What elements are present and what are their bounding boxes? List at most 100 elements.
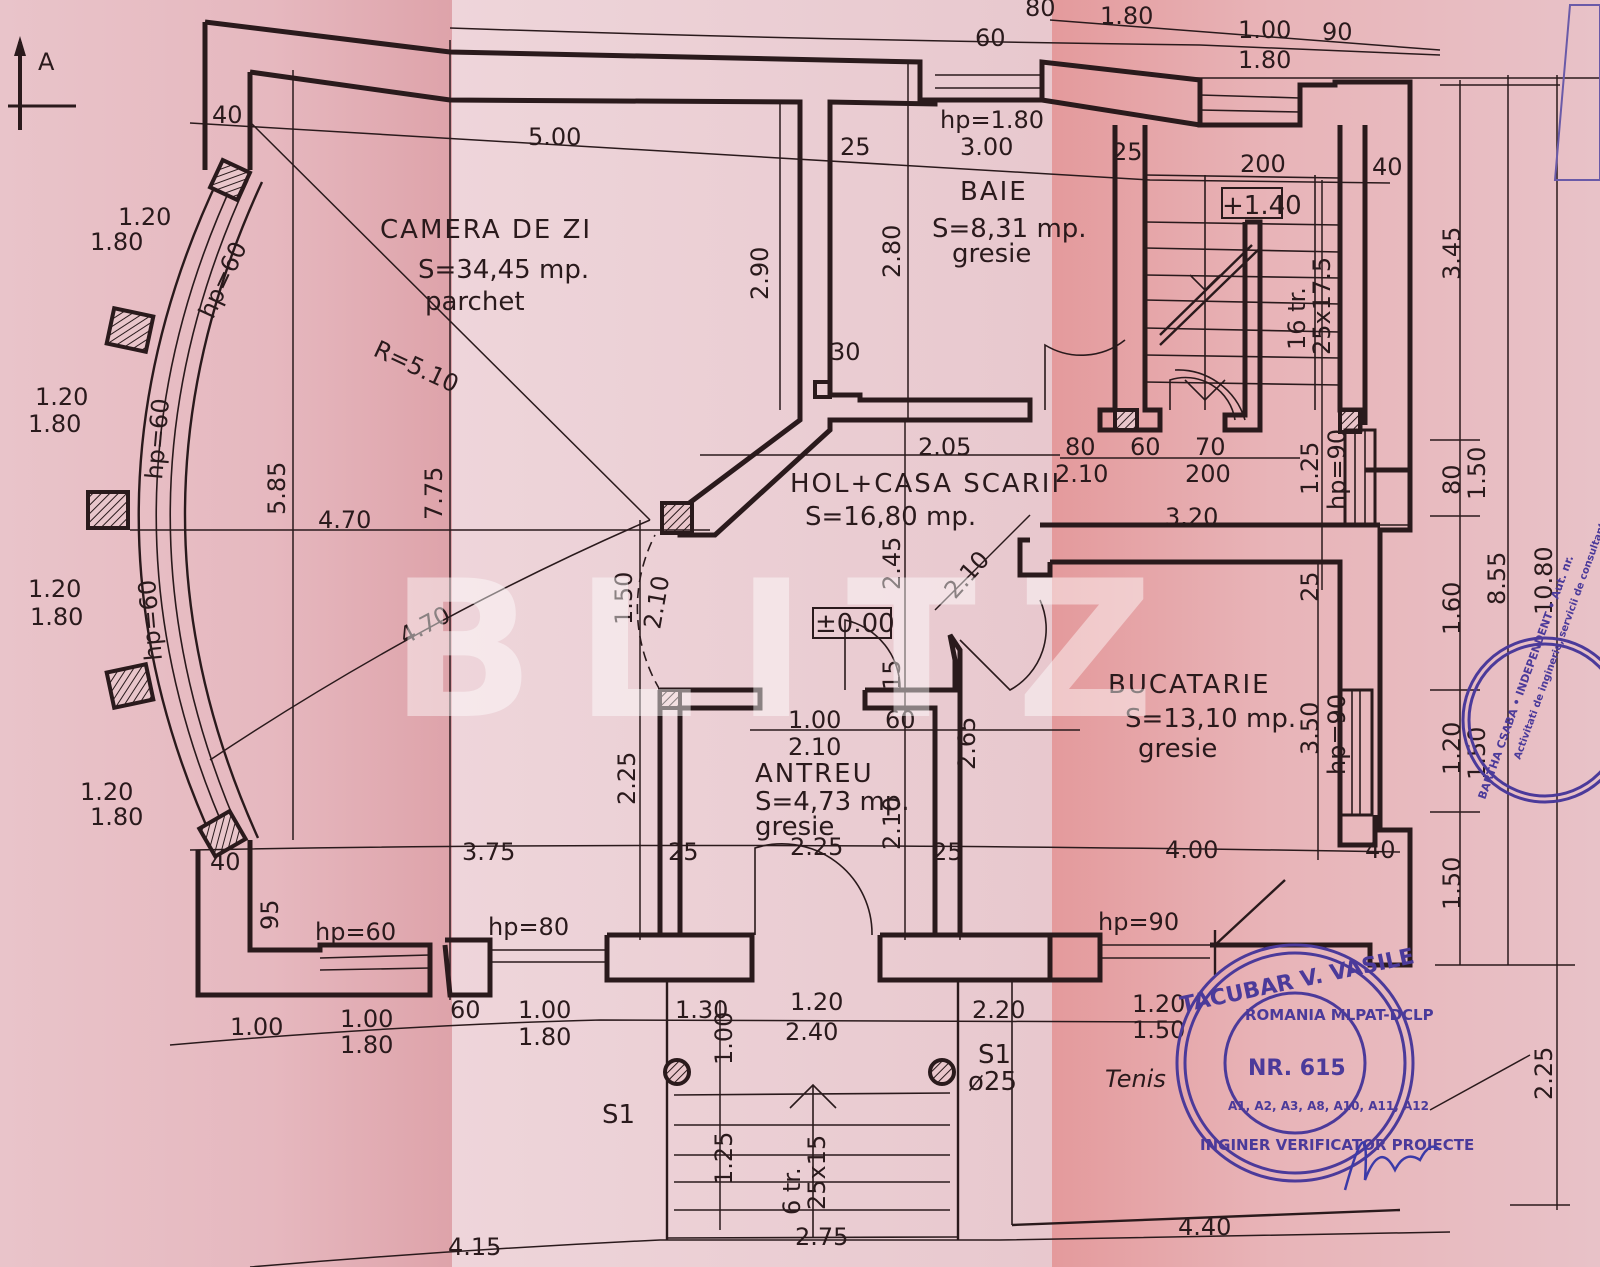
dim-text: 1.00	[1238, 16, 1291, 44]
dim-text: 2.75	[795, 1223, 848, 1251]
room-area-entry: S=4,73 mp.	[755, 787, 910, 817]
room-name-living: CAMERA DE ZI	[380, 215, 592, 245]
dim-text: 2.10	[638, 574, 675, 631]
dim-text: 1.00	[710, 1012, 738, 1065]
dim-text: 25	[668, 838, 699, 866]
company-stamp: BARTHA CSABA • INDEPENDENT • Aut. nr. Ac…	[1461, 4, 1600, 804]
dim-text: 1.00	[230, 1013, 283, 1041]
stamp-engineer-authority: ROMANIA MLPAT-DCLP	[1245, 1006, 1434, 1024]
level-ground: ±0.00	[815, 609, 895, 639]
dim-text: 3.20	[1165, 503, 1218, 531]
dim-text: hp=60	[140, 397, 175, 480]
dim-text: 1.50	[1132, 1016, 1185, 1044]
dim-text: 2.90	[746, 247, 774, 300]
column-label-right: S1	[978, 1040, 1011, 1070]
dim-text: 5.00	[528, 123, 581, 151]
dim-text: 3.75	[462, 838, 515, 866]
north-arrow-icon	[8, 36, 76, 130]
dim-text: 1.50	[1438, 857, 1466, 910]
stair-steps-entrance: 6 tr.	[778, 1167, 806, 1215]
room-name-entry: ANTREU	[755, 759, 874, 789]
paper-fold-left	[0, 0, 452, 1267]
dim-text: 60	[975, 24, 1006, 52]
dimension-texts: 80 60 1.80 1.00 90 1.80 5.00 25 hp=1.80 …	[28, 0, 1558, 1261]
dim-text: 15	[878, 659, 906, 690]
dim-text: 5.85	[263, 462, 291, 515]
dim-text: 2.25	[613, 752, 641, 805]
dim-text: 1.80	[30, 603, 83, 631]
dim-text: 2.40	[785, 1018, 838, 1046]
dim-text: 1.20	[118, 203, 171, 231]
room-name-hall: HOL+CASA SCARII	[790, 469, 1061, 499]
dim-text: hp=90	[1323, 429, 1351, 510]
dim-text: 10.80	[1530, 546, 1558, 615]
stamp-engineer-categories: A1, A2, A3, A8, A10, A11, A12	[1228, 1099, 1429, 1113]
dim-text: 3.50	[1296, 702, 1324, 755]
dim-text: 1.00	[518, 996, 571, 1024]
north-arrow-label: A	[38, 48, 55, 76]
north-arrow: A	[8, 34, 78, 134]
dim-text: 2.20	[972, 996, 1025, 1024]
interior-walls	[657, 125, 1380, 938]
dim-text: 2.10	[878, 797, 906, 850]
dim-text: 2.10	[788, 733, 841, 761]
dim-text: 2.65	[953, 717, 981, 770]
dim-text: 3.45	[1438, 227, 1466, 280]
engineer-stamp: TACUBAR V. VASILE ROMANIA MLPAT-DCLP NR.…	[1175, 943, 1474, 1191]
dim-text: 25	[932, 838, 963, 866]
stamp-engineer-title: INGINER VERIFICATOR PROIECTE	[1200, 1136, 1474, 1154]
dim-text: 200	[1185, 460, 1231, 488]
dim-text: 1.30	[675, 996, 728, 1024]
radius-label-2: 4.70	[395, 600, 455, 650]
room-labels: CAMERA DE ZI S=34,45 mp. parchet BAIE S=…	[380, 177, 1296, 842]
dim-text: 1.80	[1238, 46, 1291, 74]
dim-text: 1.20	[1132, 990, 1185, 1018]
dim-text: 40	[212, 101, 243, 129]
dim-text: 60	[1130, 433, 1161, 461]
dim-text: 40	[1372, 153, 1403, 181]
dim-text: 80	[1065, 433, 1096, 461]
stair-steps-interior: 16 tr.	[1283, 287, 1311, 350]
dim-text: 90	[1322, 18, 1353, 46]
room-area-hall: S=16,80 mp.	[805, 502, 976, 532]
paper-fold-middle	[452, 0, 1052, 1267]
dim-text: 1.50	[1463, 447, 1491, 500]
dim-text: 95	[256, 899, 284, 930]
dim-text: 2.25	[1530, 1047, 1558, 1100]
dim-text: 2.10	[939, 546, 996, 604]
doors	[636, 339, 1236, 936]
dim-text: 1.20	[28, 575, 81, 603]
dim-text: 200	[1240, 150, 1286, 178]
signature	[1343, 1141, 1441, 1191]
room-area-kitchen: S=13,10 mp.	[1125, 704, 1296, 734]
stamp-engineer-number: NR. 615	[1248, 1056, 1346, 1081]
room-floor-living: parchet	[425, 287, 525, 317]
windows	[319, 74, 1301, 975]
bay-window-arc	[86, 157, 264, 860]
dim-text: 1.50	[610, 572, 638, 625]
dim-text: 1.80	[90, 803, 143, 831]
column-label-left: S1	[602, 1100, 635, 1130]
room-area-bath: S=8,31 mp.	[932, 214, 1087, 244]
handwritten-note: Tenis	[1105, 1065, 1166, 1093]
dim-text: 80	[1438, 464, 1466, 495]
dim-text: 3.00	[960, 133, 1013, 161]
dim-text: hp=80	[488, 913, 569, 941]
dim-text: hp=90	[1098, 908, 1179, 936]
exterior-walls	[195, 19, 1413, 998]
column-diameter: ø25	[968, 1067, 1017, 1097]
dim-text: hp=60	[315, 918, 396, 946]
dim-text: 1.80	[1100, 2, 1153, 30]
dim-text: 60	[885, 706, 916, 734]
dim-text: 1.20	[790, 988, 843, 1016]
dim-text: 40	[1365, 836, 1396, 864]
dim-text: 30	[830, 338, 861, 366]
dim-text: hp=90	[1323, 694, 1351, 775]
dimension-lines	[130, 19, 1600, 1267]
level-markers: ±0.00 +1.40	[812, 187, 1302, 639]
dim-text: hp=60	[193, 237, 253, 322]
dim-text: 60	[450, 996, 481, 1024]
dim-text: 1.25	[1296, 442, 1324, 495]
